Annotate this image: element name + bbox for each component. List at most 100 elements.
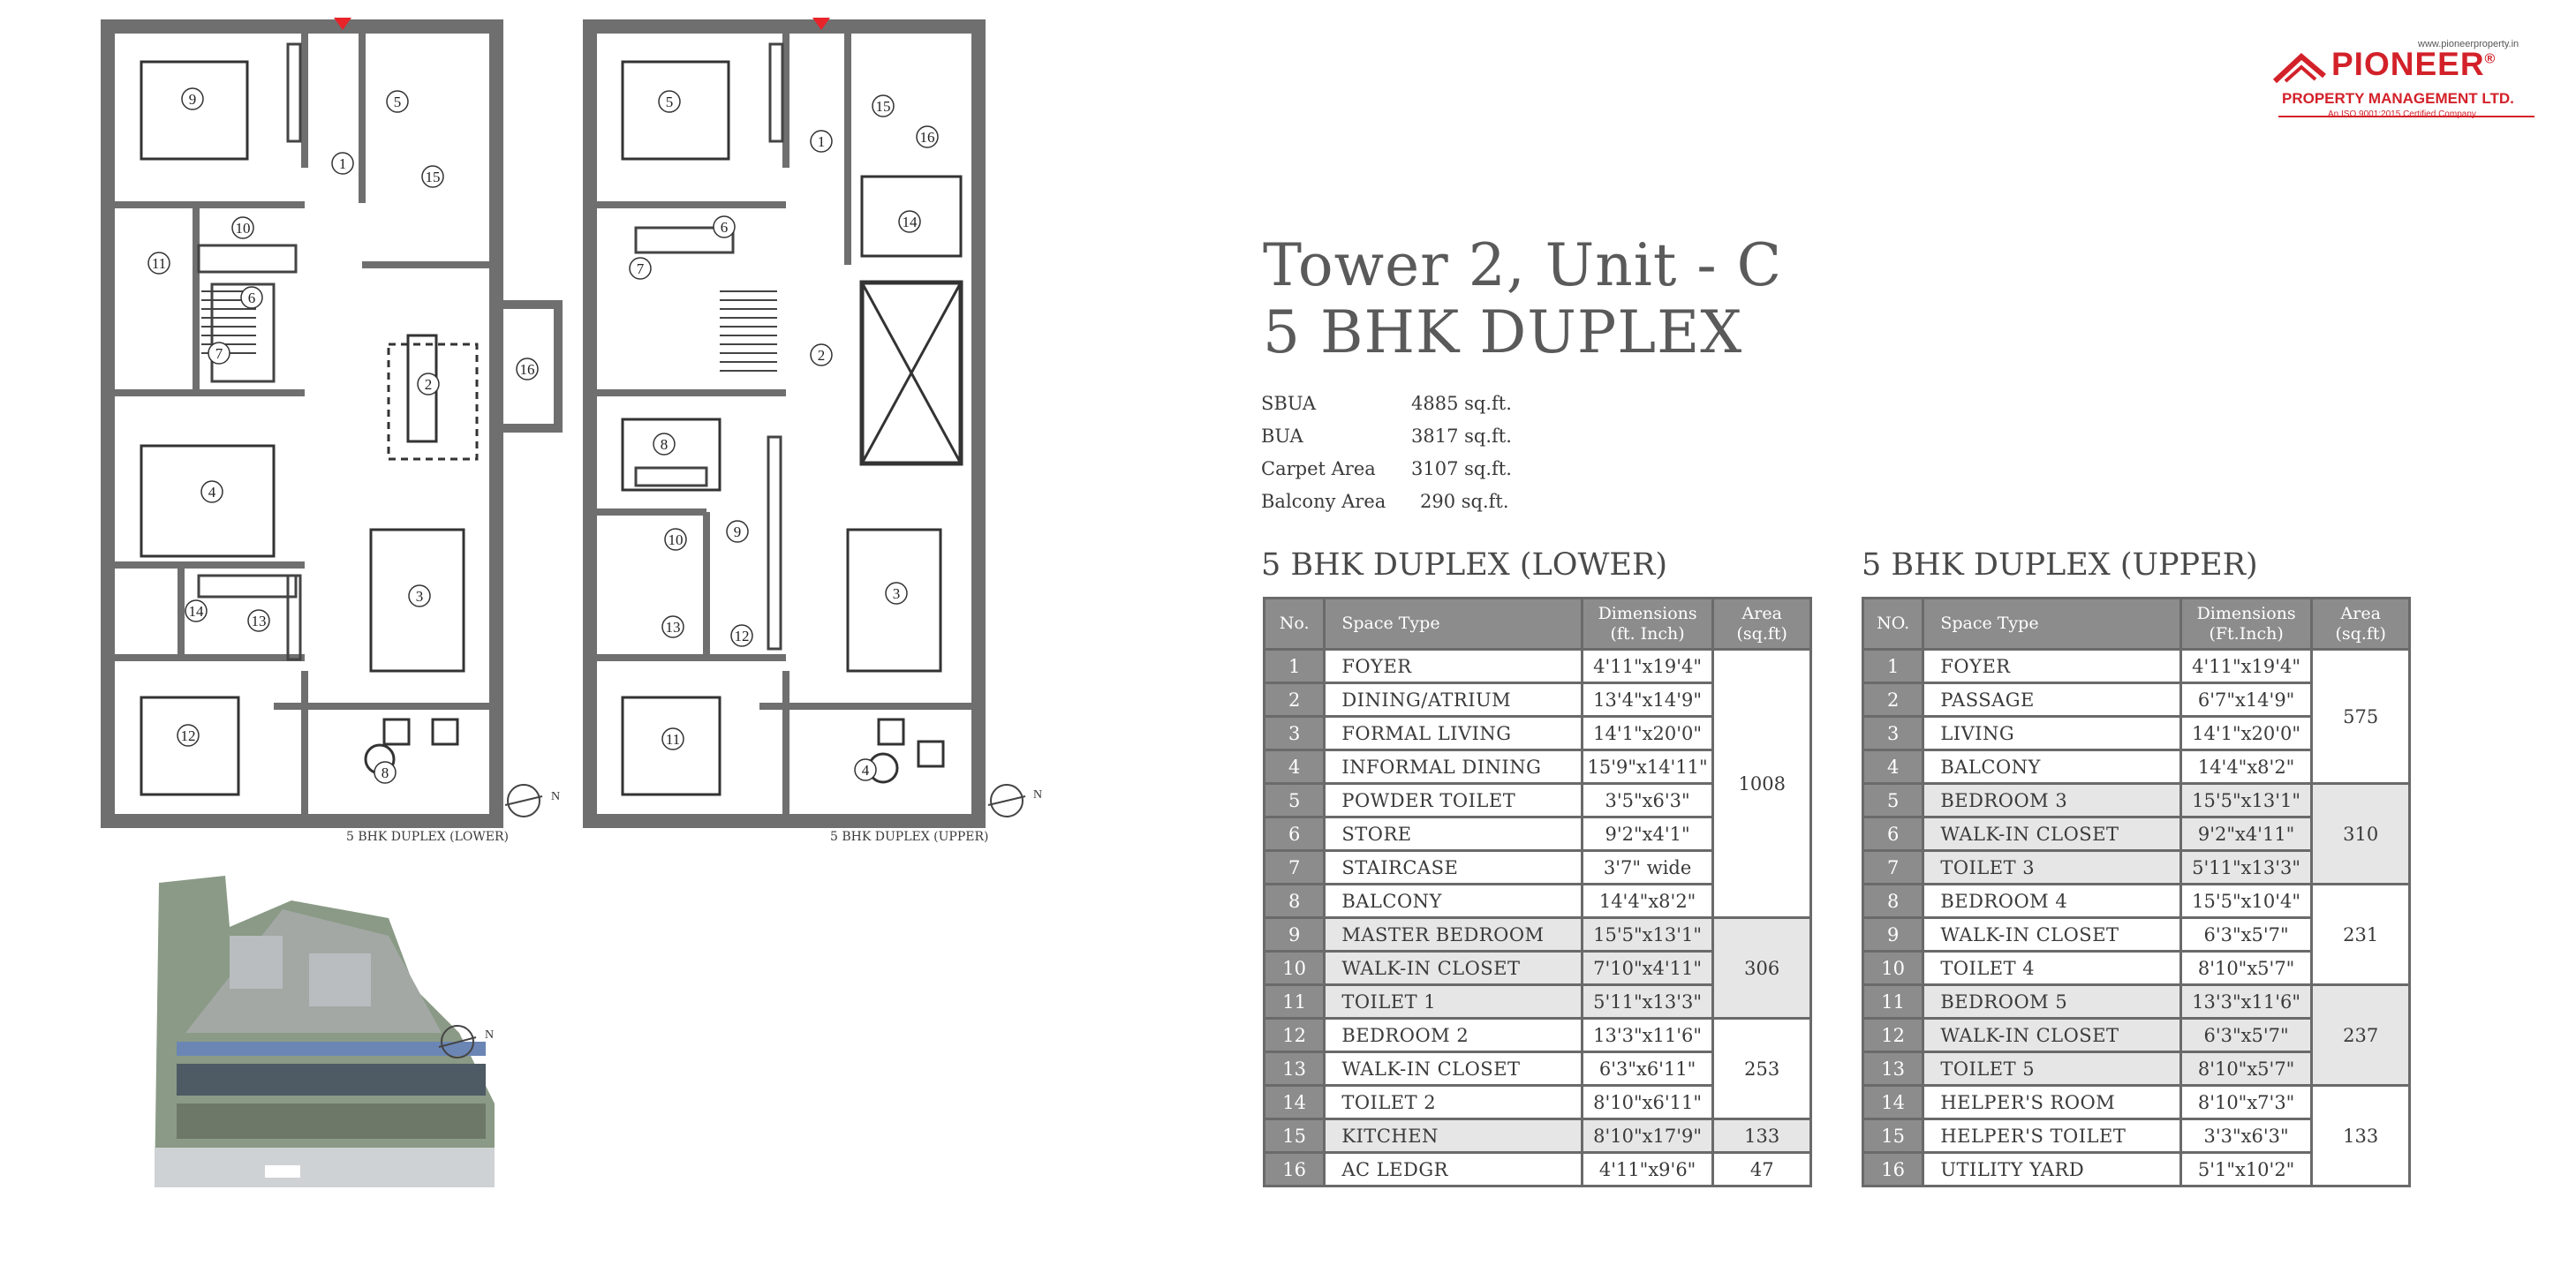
table-header-row: NO. Space Type Dimensions(Ft.Inch) Area(…: [1861, 597, 2411, 651]
lower-interior-walls: [108, 26, 496, 821]
room-number-circle: [661, 615, 684, 638]
row-number: 8: [1861, 883, 1925, 919]
room-number: 3: [416, 588, 424, 605]
dimensions: 15'5"x13'1": [2179, 782, 2314, 818]
room-number-circle: [516, 358, 539, 380]
room-number: 6: [721, 219, 729, 236]
row-number: 15: [1262, 1118, 1326, 1154]
space-type: UTILITY YARD: [1922, 1151, 2182, 1187]
dimensions: 13'3"x11'6": [2179, 983, 2314, 1020]
space-type: STORE: [1323, 816, 1583, 852]
room-number: 11: [152, 255, 166, 272]
upper-entry-marker-icon: [812, 18, 830, 30]
area-value: 47: [1711, 1151, 1812, 1187]
upper-furniture: [621, 60, 963, 796]
area-value: 575: [2310, 648, 2411, 785]
space-type: BEDROOM 2: [1323, 1017, 1583, 1053]
room-number-circle: [240, 286, 263, 309]
dimensions: 3'3"x6'3": [2179, 1118, 2314, 1154]
col-header-area: Area(sq.ft): [2310, 597, 2411, 651]
row-number: 12: [1861, 1017, 1925, 1053]
space-type: TOILET 5: [1922, 1051, 2182, 1087]
row-number: 5: [1861, 782, 1925, 818]
row-number: 16: [1262, 1151, 1326, 1187]
room-number-circle: [661, 727, 684, 750]
space-type: TOILET 1: [1323, 983, 1583, 1020]
room-number-circle: [810, 343, 833, 366]
room-number: 7: [637, 260, 645, 277]
area-value: 1008: [1711, 648, 1812, 919]
room-number-circle: [185, 599, 208, 622]
area-value: 231: [2310, 883, 2411, 986]
space-type: WALK-IN CLOSET: [1922, 1017, 2182, 1053]
dimensions: 5'11"x13'3": [1580, 983, 1715, 1020]
space-type: WALK-IN CLOSET: [1922, 916, 2182, 953]
logo-url: www.pioneerproperty.in: [2418, 39, 2519, 49]
area-value: 3107 sq.ft.: [1411, 458, 1512, 479]
col-header-dim-line1: Dimensions: [2196, 603, 2296, 623]
dimensions: 14'1"x20'0": [2179, 715, 2314, 751]
room-number-circle: [916, 125, 939, 148]
col-header-area-line2: (sq.ft): [2335, 623, 2386, 644]
room-number-circle: [653, 433, 676, 456]
row-number: 2: [1861, 682, 1925, 718]
room-number-circle: [664, 528, 687, 551]
row-number: 3: [1861, 715, 1925, 751]
logo-iso-line: An ISO 9001:2015 Certified Company: [2328, 109, 2476, 119]
room-number-circle: [331, 152, 354, 175]
row-number: 6: [1262, 816, 1326, 852]
pioneer-logo: [2272, 52, 2534, 117]
room-number-circle: [231, 216, 254, 239]
site-plan-image: [155, 876, 495, 1187]
room-number-circle: [885, 582, 908, 605]
row-number: 16: [1861, 1151, 1925, 1187]
row-number: 3: [1262, 715, 1326, 751]
row-number: 4: [1262, 749, 1326, 785]
dimensions: 8'10"x6'11": [1580, 1084, 1715, 1120]
space-type: PASSAGE: [1922, 682, 2182, 718]
space-type: MASTER BEDROOM: [1323, 916, 1583, 953]
dimensions: 6'3"x5'7": [2179, 916, 2314, 953]
col-header-space: Space Type: [1922, 597, 2182, 651]
space-type: FOYER: [1323, 648, 1583, 684]
room-number: 13: [252, 613, 267, 629]
room-number-circle: [810, 130, 833, 153]
room-number: 9: [189, 91, 197, 108]
room-number: 12: [181, 727, 196, 744]
space-type: BEDROOM 4: [1922, 883, 2182, 919]
col-header-dim-line1: Dimensions: [1598, 603, 1697, 623]
space-type: BEDROOM 5: [1922, 983, 2182, 1020]
row-number: 11: [1262, 983, 1326, 1020]
row-number: 2: [1262, 682, 1326, 718]
room-number-circle: [177, 724, 200, 747]
room-number: 12: [735, 628, 750, 644]
dimensions: 4'11"x19'4": [1580, 648, 1715, 684]
area-value: 310: [2310, 782, 2411, 885]
dimensions: 15'5"x13'1": [1580, 916, 1715, 953]
dimensions: 14'4"x8'2": [2179, 749, 2314, 785]
row-number: 13: [1861, 1051, 1925, 1087]
dimensions: 13'3"x11'6": [1580, 1017, 1715, 1053]
room-number: 15: [426, 169, 441, 185]
room-number: 16: [520, 361, 535, 378]
row-number: 15: [1861, 1118, 1925, 1154]
room-number-circle: [872, 94, 895, 117]
space-type: HELPER'S ROOM: [1922, 1084, 2182, 1120]
